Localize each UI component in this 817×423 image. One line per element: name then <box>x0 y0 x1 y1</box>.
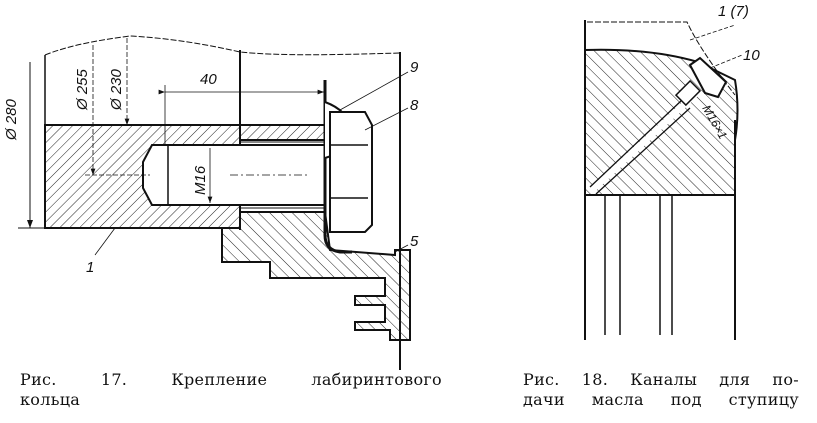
washer-9 <box>323 80 352 254</box>
figure-18-drawing <box>584 20 743 340</box>
label-part-8: 8 <box>410 97 419 114</box>
caption-17-line-1: Рис. 17. Крепление лабиринтового <box>20 370 442 389</box>
label-d255: Ø 255 <box>74 68 91 111</box>
label-m16: M16 <box>192 165 209 195</box>
figure-18-caption: Рис. 18. Каналы для по- дачи масла под с… <box>523 370 799 410</box>
part-5-labyrinth <box>221 211 411 341</box>
plug-10 <box>688 56 728 99</box>
label-d280: Ø 280 <box>3 98 20 141</box>
caption-17-line-2: кольца <box>20 390 81 409</box>
break-line-top <box>44 35 401 56</box>
label-part-9: 9 <box>410 59 419 76</box>
nut-8 <box>329 111 373 233</box>
figure-17-drawing <box>18 35 411 370</box>
caption-18-line-1: Рис. 18. Каналы для по- <box>523 370 799 389</box>
label-part-1: 1 <box>86 259 94 276</box>
label-d230: Ø 230 <box>108 68 125 111</box>
label-part-10: 10 <box>743 47 760 64</box>
caption-18-line-2: дачи масла под ступицу <box>523 390 799 409</box>
label-part-1-7: 1 (7) <box>718 3 749 20</box>
figure-17-labels: Ø 280 Ø 255 Ø 230 40 M16 9 8 5 1 <box>3 59 419 276</box>
label-40: 40 <box>200 71 217 88</box>
label-part-5: 5 <box>410 233 419 250</box>
figure-17-caption: Рис. 17. Крепление лабиринтового кольца <box>20 370 442 410</box>
